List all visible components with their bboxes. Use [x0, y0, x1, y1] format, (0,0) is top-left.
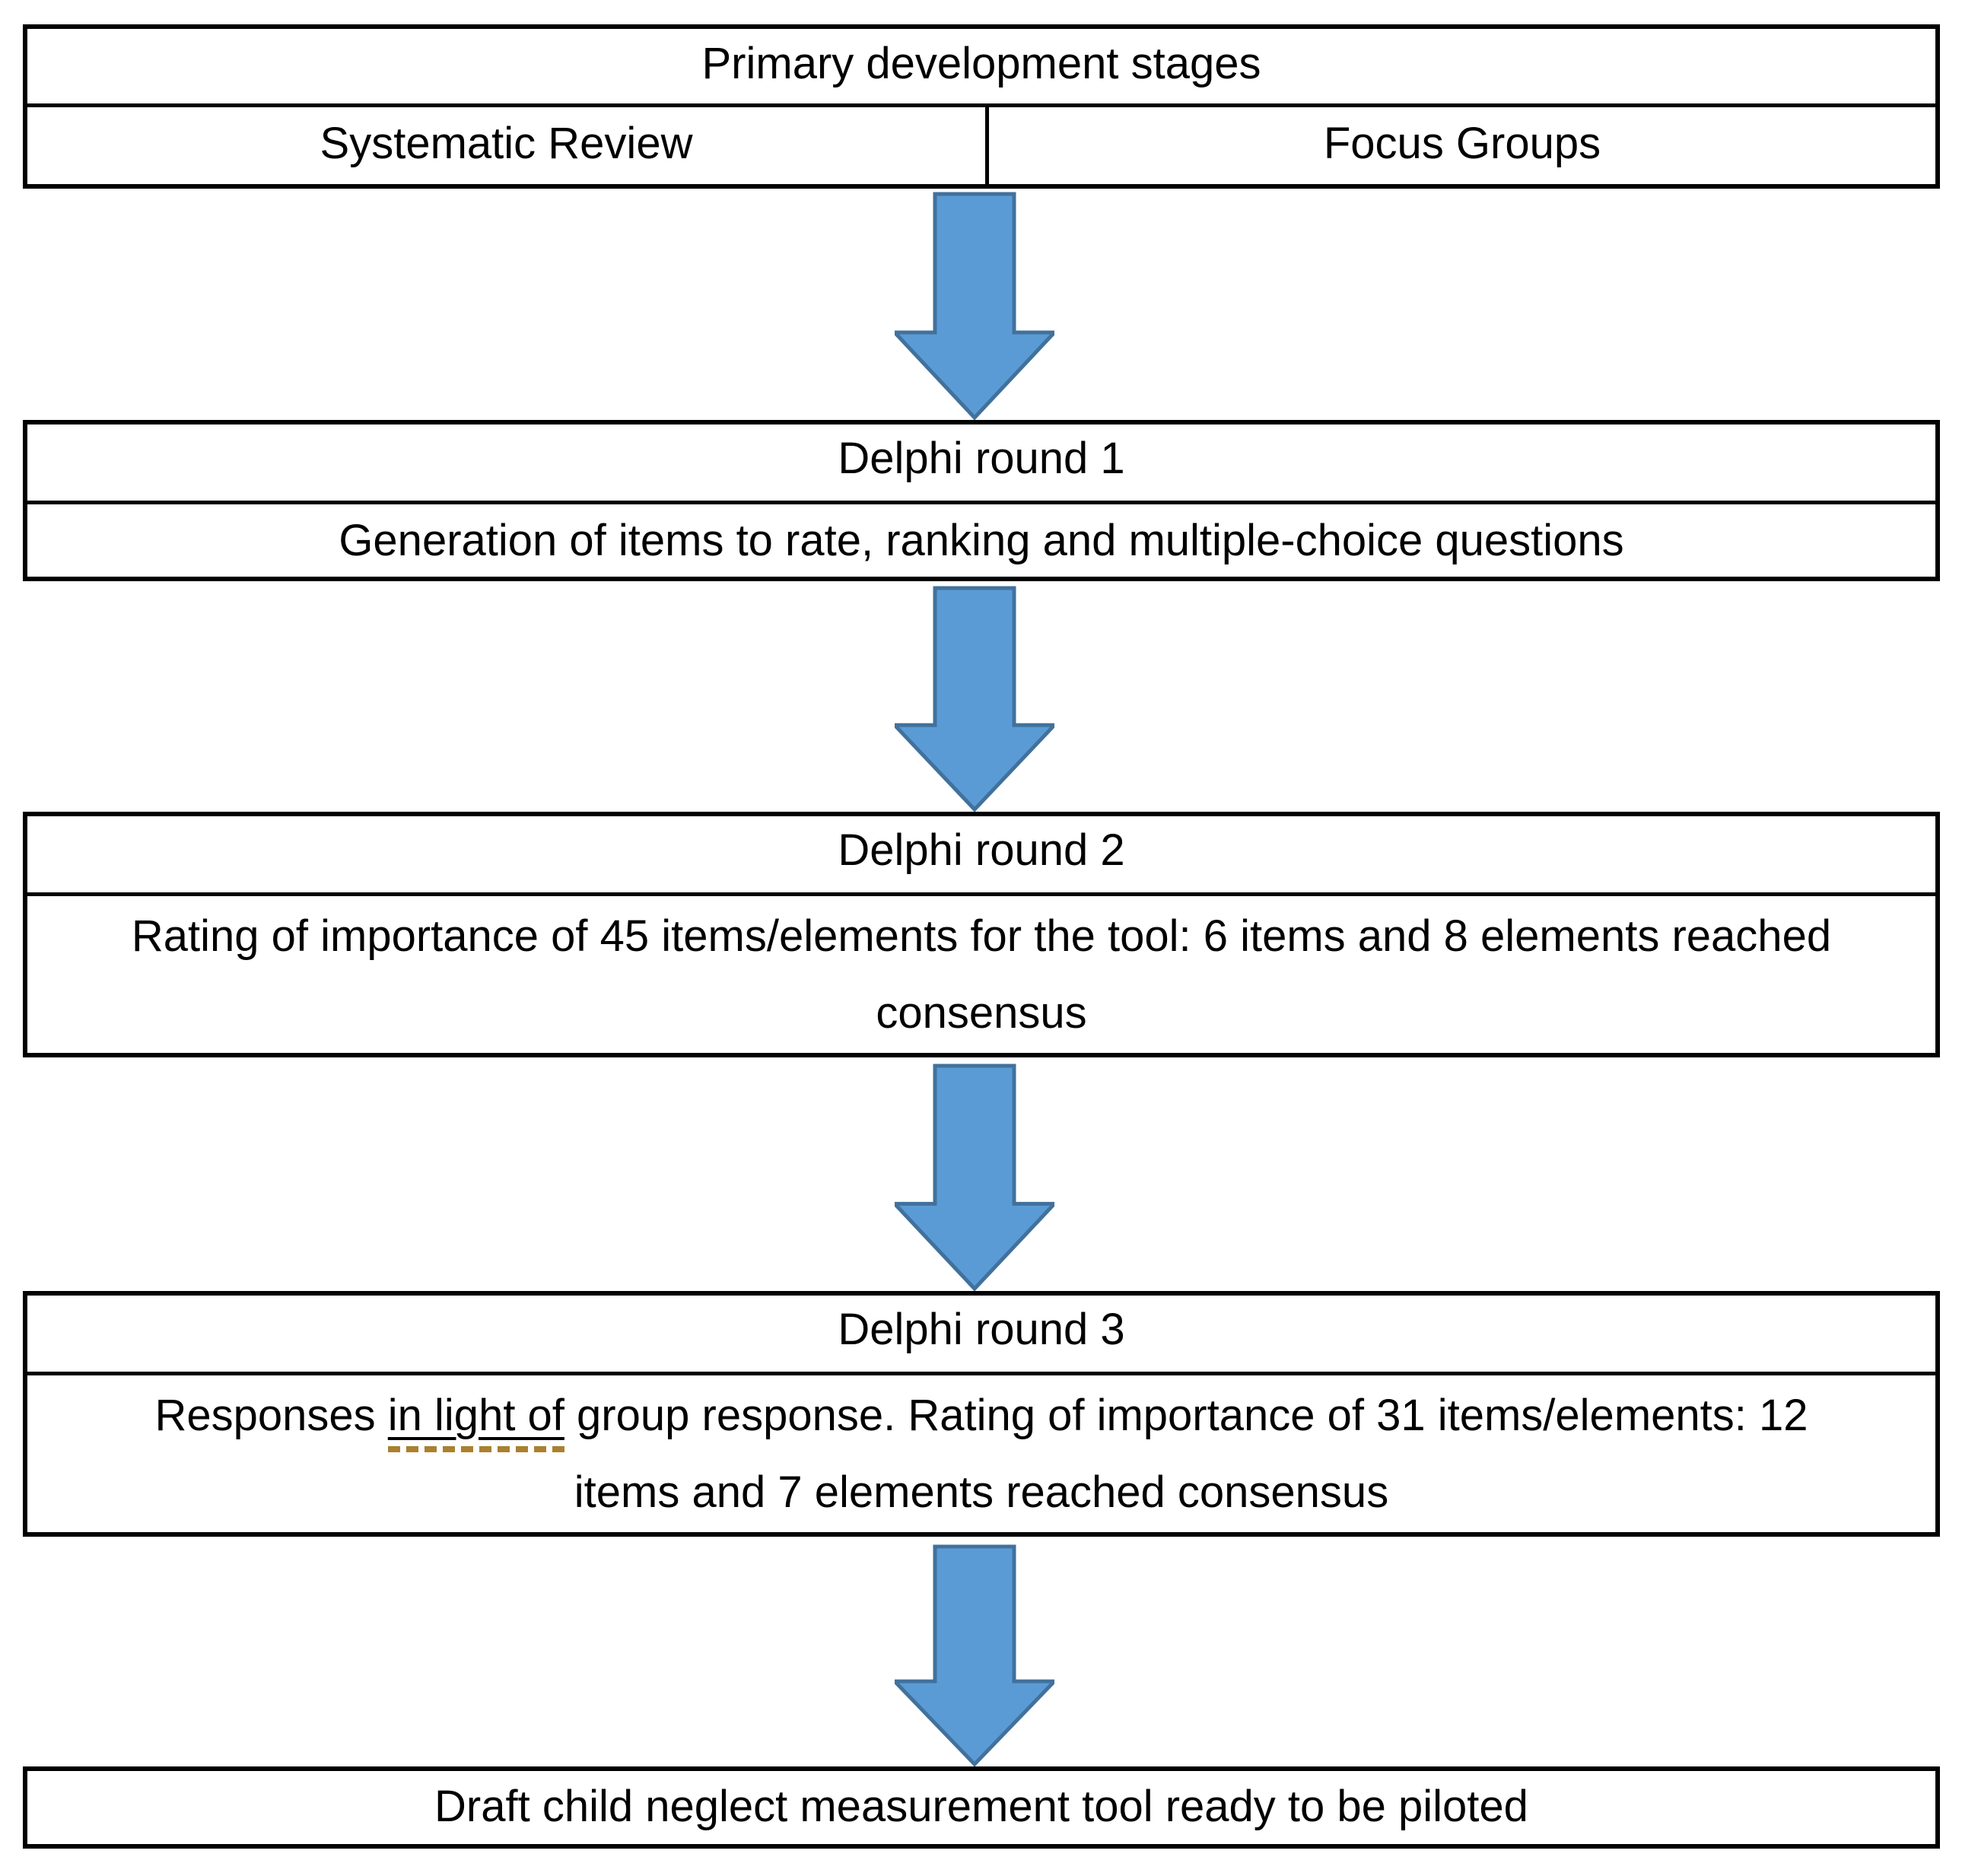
final-outcome-box: Draft child neglect measurement tool rea… [23, 1766, 1940, 1849]
primary-stages-title: Primary development stages [27, 29, 1935, 107]
down-arrow-icon [895, 1544, 1054, 1766]
primary-stages-table: Primary development stages Systematic Re… [23, 24, 1940, 189]
delphi-round-3-box: Delphi round 3 Responses in light of gro… [23, 1291, 1940, 1537]
delphi-round-2-body: Rating of importance of 45 items/element… [131, 911, 1832, 1038]
down-arrow-icon [895, 1064, 1054, 1291]
delphi-round-1-title: Delphi round 1 [27, 424, 1935, 504]
down-arrow-shape [895, 1064, 1054, 1291]
down-arrow-icon [895, 192, 1054, 420]
down-arrow-shape [895, 586, 1054, 812]
delphi-round-3-body-suffix: group response. Rating of importance of … [574, 1391, 1808, 1517]
down-arrow-shape [895, 1544, 1054, 1766]
primary-stages-columns: Systematic Review Focus Groups [27, 107, 1935, 184]
delphi-round-1-box: Delphi round 1 Generation of items to ra… [23, 420, 1940, 581]
delphi-round-1-body: Generation of items to rate, ranking and… [339, 516, 1624, 565]
down-arrow-icon [895, 586, 1054, 812]
systematic-review-cell: Systematic Review [27, 107, 990, 184]
focus-groups-cell: Focus Groups [1323, 119, 1601, 168]
down-arrow-shape [895, 192, 1054, 420]
delphi-round-3-body: Responses in light of group response. Ra… [27, 1375, 1935, 1531]
grammar-underlined-phrase: in light of [387, 1391, 564, 1452]
final-outcome-text: Draft child neglect measurement tool rea… [434, 1782, 1528, 1831]
delphi-round-2-box: Delphi round 2 Rating of importance of 4… [23, 812, 1940, 1057]
delphi-round-3-title: Delphi round 3 [27, 1296, 1935, 1375]
delphi-round-3-body-prefix: Responses [154, 1391, 388, 1440]
delphi-round-2-title: Delphi round 2 [27, 816, 1935, 896]
